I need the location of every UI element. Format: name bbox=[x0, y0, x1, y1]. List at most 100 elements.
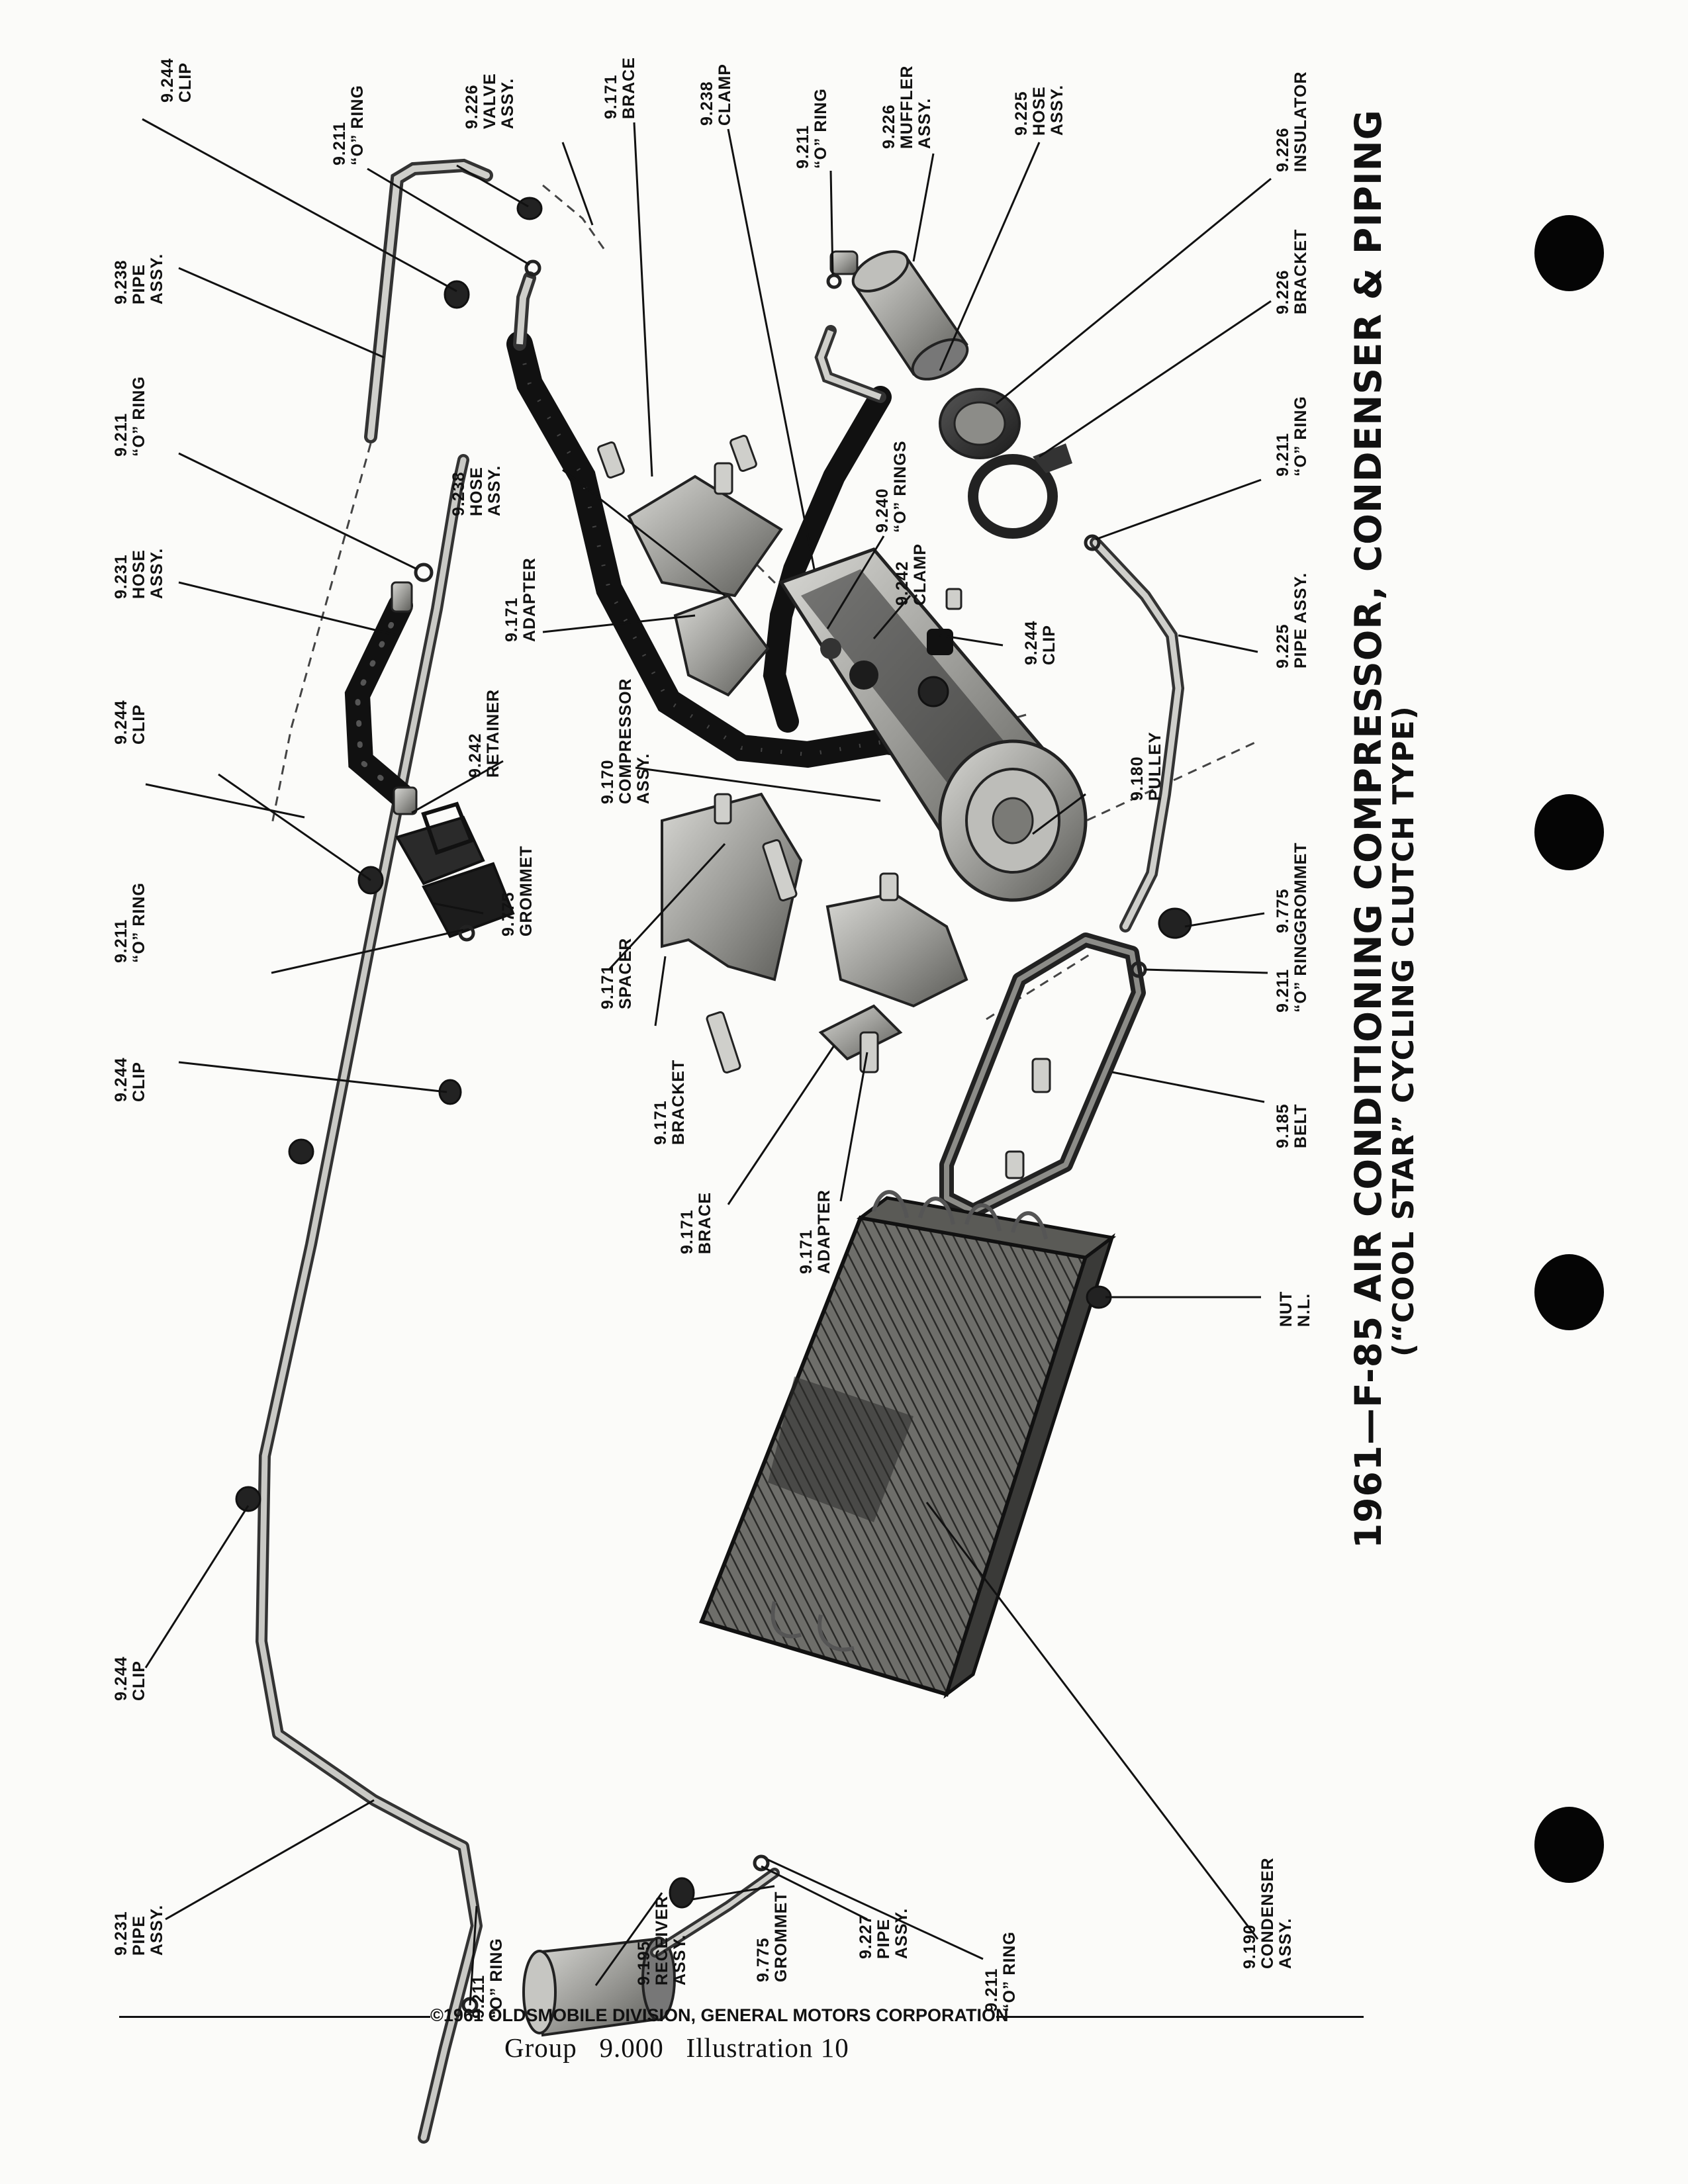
part-name-line2: ASSY. bbox=[671, 1934, 689, 1985]
part-name: RECEIVER bbox=[653, 1895, 671, 1985]
part-name-line2: ASSY. bbox=[1276, 1917, 1295, 1969]
receiver-assy bbox=[522, 1868, 780, 2037]
part-number: 9.775 bbox=[754, 1937, 773, 1982]
footer-group-number: 9.000 bbox=[599, 2032, 664, 2063]
part-number: 9.775 bbox=[499, 891, 518, 936]
part-name-line2: ASSY. bbox=[892, 1907, 911, 1959]
footer-copyright: ©1961 OLDSMOBILE DIVISION, GENERAL MOTOR… bbox=[430, 2005, 1009, 2025]
small-fittings bbox=[235, 197, 1192, 1909]
part-name: “O” RING bbox=[1000, 1931, 1019, 2012]
part-number: 9.171 bbox=[502, 597, 521, 642]
part-name: CLIP bbox=[176, 62, 195, 103]
part-number: 9.211 bbox=[112, 412, 130, 457]
part-number: 9.244 bbox=[112, 1057, 130, 1102]
part-name-line2: ASSY. bbox=[148, 547, 166, 599]
part-name: PULLEY bbox=[1146, 731, 1164, 801]
belt-part bbox=[939, 933, 1146, 1218]
part-number: 9.171 bbox=[602, 74, 620, 119]
part-name-line2: ASSY. bbox=[485, 465, 504, 516]
part-number: 9.240 bbox=[873, 488, 892, 533]
part-name: RETAINER bbox=[484, 689, 502, 778]
insulator-and-bracket bbox=[939, 388, 1072, 539]
pipe-assy-long-line-inner bbox=[258, 457, 480, 2141]
page-subtitle: (“COOL STAR” CYCLING CLUTCH TYPE) bbox=[1387, 705, 1421, 1357]
part-number: 9.171 bbox=[598, 964, 617, 1009]
muffler-assy bbox=[829, 250, 969, 381]
part-number: 9.238 bbox=[698, 81, 716, 126]
footer-rule-right bbox=[996, 2016, 1364, 2018]
condenser-assy bbox=[699, 1190, 1117, 1699]
part-name: “O” RING bbox=[1291, 932, 1310, 1013]
leader-lines bbox=[142, 118, 1272, 2006]
retainer-grommet-block bbox=[395, 801, 515, 938]
part-name: CLIP bbox=[130, 704, 148, 745]
part-name: HOSE bbox=[467, 467, 486, 516]
part-name: CLIP bbox=[130, 1661, 148, 1701]
footer-group-label: Group bbox=[504, 2032, 577, 2063]
part-number: 9.180 bbox=[1128, 756, 1147, 801]
footer-illustration-number: 10 bbox=[820, 2032, 849, 2063]
part-name: BELT bbox=[1291, 1103, 1310, 1148]
o-ring-fittings bbox=[414, 259, 1147, 2014]
part-name: CLAMP bbox=[716, 64, 734, 126]
part-number: 9.225 bbox=[1012, 91, 1031, 136]
binder-hole-4 bbox=[1534, 1807, 1604, 1883]
part-number: 9.226 bbox=[1274, 127, 1292, 172]
binder-hole-3 bbox=[1534, 1254, 1604, 1330]
part-name-line2: ASSY. bbox=[915, 97, 934, 149]
part-number: 9.226 bbox=[880, 104, 898, 149]
part-name: CONDENSER bbox=[1258, 1857, 1277, 1969]
part-number: 9.238 bbox=[112, 259, 130, 304]
part-name: CLIP bbox=[130, 1062, 148, 1102]
part-number: 9.211 bbox=[794, 124, 812, 169]
footer-illustration-label: Illustration bbox=[686, 2032, 814, 2063]
part-name-line2: ASSY. bbox=[148, 1904, 166, 1956]
part-name: CLAMP bbox=[911, 543, 929, 606]
part-number: 9.226 bbox=[463, 84, 481, 129]
part-number: 9.211 bbox=[982, 1968, 1001, 2012]
compressor-assy bbox=[778, 547, 1088, 902]
part-number: 9.244 bbox=[158, 58, 177, 103]
part-name: MUFFLER bbox=[898, 65, 916, 149]
footer-rule-left bbox=[119, 2016, 430, 2018]
part-number: 9.226 bbox=[1274, 269, 1292, 314]
part-number: 9.231 bbox=[112, 1911, 130, 1956]
hose-assy-center bbox=[506, 271, 940, 768]
part-number: 9.227 bbox=[857, 1914, 875, 1959]
footer-group-illustration: Group 9.000 Illustration 10 bbox=[504, 2032, 849, 2064]
part-number: 9.171 bbox=[651, 1100, 670, 1145]
part-number: 9.211 bbox=[1274, 432, 1292, 477]
part-number: 9.225 bbox=[1274, 623, 1292, 668]
part-name: ADAPTER bbox=[815, 1189, 833, 1274]
part-name: COMPRESSOR bbox=[616, 678, 635, 804]
part-number: 9.190 bbox=[1241, 1924, 1259, 1969]
part-note: N.L. bbox=[1295, 1293, 1313, 1327]
part-number: 9.238 bbox=[449, 471, 468, 516]
part-name: PIPE bbox=[874, 1919, 893, 1959]
part-name: BRACE bbox=[696, 1192, 714, 1254]
part-name: PIPE bbox=[130, 1915, 148, 1956]
part-name: GROMMET bbox=[1291, 842, 1310, 933]
part-number: 9.244 bbox=[1022, 620, 1041, 665]
part-name: SPACER bbox=[616, 937, 635, 1009]
part-name: PIPE bbox=[130, 264, 148, 304]
part-name: HOSE bbox=[1030, 86, 1049, 136]
part-name: “O” RINGS bbox=[891, 440, 910, 533]
part-name: ADAPTER bbox=[520, 557, 539, 642]
part-name: “O” RING bbox=[1291, 396, 1310, 477]
part-number: 9.775 bbox=[1274, 888, 1292, 933]
bracket-parts bbox=[627, 475, 968, 1061]
part-number: 9.171 bbox=[678, 1209, 696, 1254]
part-name: “O” RING bbox=[130, 882, 148, 963]
part-name: HOSE bbox=[130, 549, 148, 599]
part-name: “O” RING bbox=[348, 85, 367, 165]
part-number: 9.185 bbox=[1274, 1103, 1292, 1148]
part-name-line2: ASSY. bbox=[634, 752, 653, 804]
binder-hole-2 bbox=[1534, 794, 1604, 870]
part-name: CLIP bbox=[1040, 625, 1058, 665]
binder-hole-1 bbox=[1534, 215, 1604, 291]
part-name: “O” RING bbox=[130, 376, 148, 457]
callout-text: 9.244 CLIP bbox=[158, 58, 195, 103]
hose-assy-left bbox=[344, 581, 418, 815]
part-name: BRACKET bbox=[669, 1059, 688, 1145]
